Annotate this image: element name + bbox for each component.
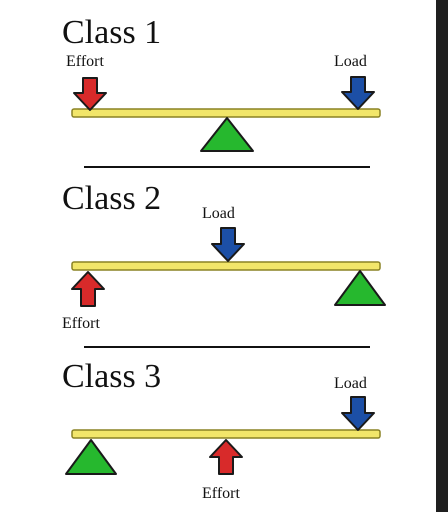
class-1-title: Class 1 [62,14,162,51]
divider-2 [84,346,370,348]
class-1-fulcrum-icon [200,117,254,152]
class-2-effort-arrow-icon [71,271,105,307]
class-2-title: Class 2 [62,180,162,217]
class-1-load-arrow-icon [341,76,375,110]
class-1-effort-arrow-icon [73,77,107,111]
class-1-lever-bar [71,108,381,118]
class-2-load-label: Load [202,205,235,222]
class-3-effort-label: Effort [202,485,240,502]
class-3-load-arrow-icon [341,396,375,431]
class-1-load-label: Load [334,53,367,70]
class-2-effort-label: Effort [62,315,100,332]
class-3-lever-bar [71,429,381,439]
class-1-effort-label: Effort [66,53,104,70]
class-2-lever-bar [71,261,381,271]
divider-1 [84,166,370,168]
class-3-load-label: Load [334,375,367,392]
class-2-load-arrow-icon [211,227,245,262]
class-3-fulcrum-icon [65,439,117,475]
class-3-effort-arrow-icon [209,439,243,475]
class-3-title: Class 3 [62,358,162,395]
class-2-fulcrum-icon [334,270,386,306]
